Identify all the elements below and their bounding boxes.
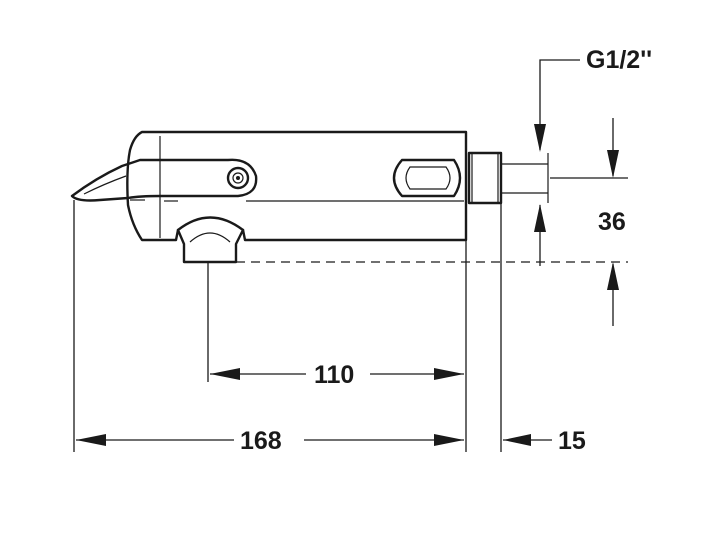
- total-length-label: 168: [240, 427, 282, 455]
- lever-handle: [70, 158, 258, 202]
- thermostat-knob: [392, 158, 462, 198]
- height-dimension: 36: [598, 118, 626, 326]
- spacing-label: 110: [314, 361, 354, 389]
- thread-callout: G1/2'': [534, 46, 652, 266]
- spacing-dimension: 110: [210, 361, 464, 389]
- total-length-dimension: 168: [76, 427, 464, 455]
- threaded-connector: [467, 151, 549, 205]
- height-label: 36: [598, 208, 626, 236]
- wall-offset-label: 15: [558, 427, 586, 455]
- faucet-body: [126, 130, 468, 242]
- thread-label: G1/2'': [586, 46, 652, 74]
- spout-outlet: [176, 228, 245, 264]
- extension-lines: [73, 177, 628, 452]
- pivot-screw: [226, 166, 250, 190]
- wall-offset-dimension: 15: [503, 427, 586, 455]
